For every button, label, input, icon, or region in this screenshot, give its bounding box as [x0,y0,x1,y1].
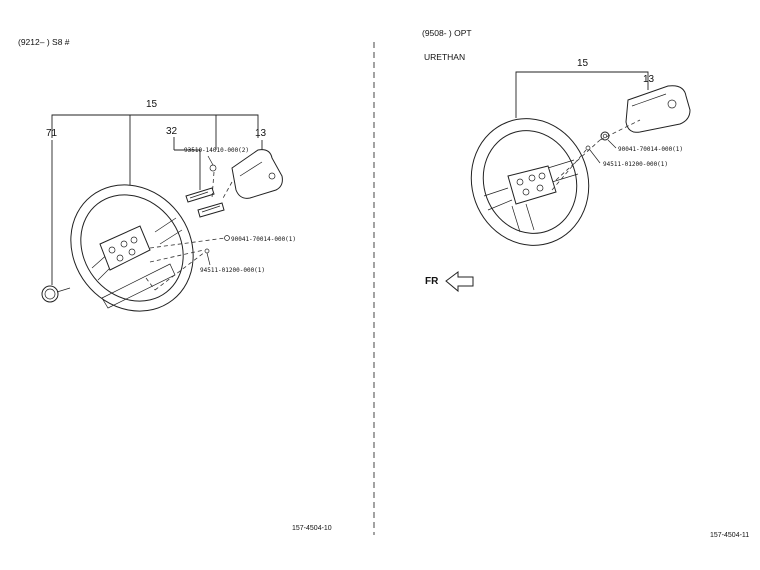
emblem-ring [41,285,71,303]
front-direction-indicator: FR [425,271,474,293]
pn-washer-right: 94511-01200-000(1) [603,161,668,168]
ref-code-left: 157-4504-10 [292,525,332,532]
right-subheader: URETHAN [424,52,465,62]
steering-wheel-right [470,118,590,246]
pn-nut-right: 90041-70014-000(1) [618,146,683,153]
fr-label: FR [425,276,439,287]
callout-32: 32 [166,126,178,137]
steering-wheel-left [70,184,194,312]
callout-15-left: 15 [146,99,158,110]
pn-nut-left: 90041-70014-000(1) [231,236,296,243]
bracket-parts [185,187,225,218]
left-panel: (9212– ) S8 # 15 71 32 13 [18,37,332,532]
right-panel: (9508- ) OPT URETHAN 15 13 [422,28,749,539]
callout-13-left: 13 [255,128,267,139]
pn-screw-left: 93510-14010-000(2) [184,147,249,154]
callout-15-right: 15 [577,58,589,69]
left-header: (9212– ) S8 # [18,37,70,47]
right-header: (9508- ) OPT [422,28,472,38]
horn-pad-left [231,149,283,199]
horn-pad-right [625,85,691,133]
callout-13-right: 13 [643,74,655,85]
pn-washer-left: 94511-01200-000(1) [200,267,265,274]
ref-code-right: 157-4504-11 [710,532,749,539]
callout-71: 71 [46,128,58,139]
left-arrow-icon [445,271,474,293]
